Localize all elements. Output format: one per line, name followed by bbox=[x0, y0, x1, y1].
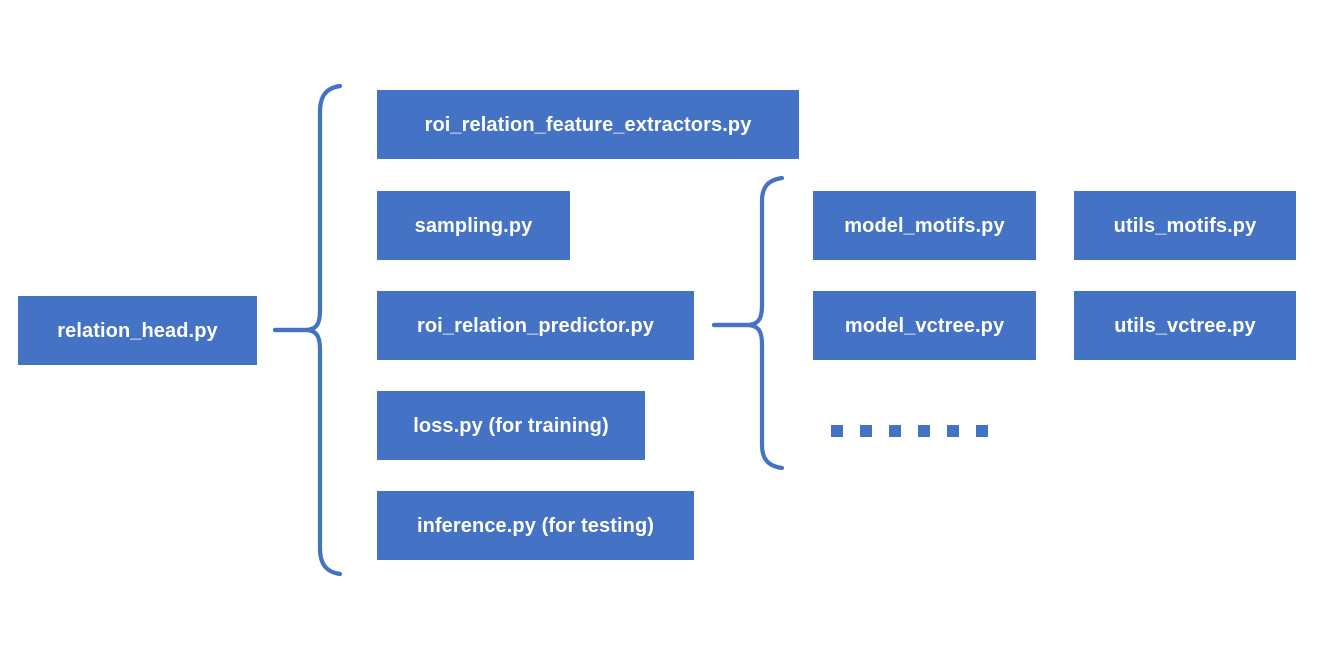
node-label: relation_head.py bbox=[57, 319, 218, 342]
node-utils-vctree[interactable]: utils_vctree.py bbox=[1074, 291, 1296, 360]
ellipsis-square bbox=[831, 425, 843, 437]
node-model-motifs[interactable]: model_motifs.py bbox=[813, 191, 1036, 260]
node-roi-relation-predictor[interactable]: roi_relation_predictor.py bbox=[377, 291, 694, 360]
node-label: utils_vctree.py bbox=[1114, 314, 1256, 337]
node-label: roi_relation_feature_extractors.py bbox=[424, 113, 752, 136]
ellipsis-square bbox=[918, 425, 930, 437]
node-label: sampling.py bbox=[414, 214, 533, 237]
node-sampling[interactable]: sampling.py bbox=[377, 191, 570, 260]
ellipsis-square bbox=[889, 425, 901, 437]
node-label: roi_relation_predictor.py bbox=[416, 314, 654, 337]
node-label: model_motifs.py bbox=[844, 214, 1005, 237]
brace-predictor-to-level2 bbox=[711, 175, 785, 471]
node-roi-relation-feature-extractors[interactable]: roi_relation_feature_extractors.py bbox=[377, 90, 799, 159]
ellipsis-square bbox=[947, 425, 959, 437]
ellipsis-square bbox=[860, 425, 872, 437]
node-loss[interactable]: loss.py (for training) bbox=[377, 391, 645, 460]
node-utils-motifs[interactable]: utils_motifs.py bbox=[1074, 191, 1296, 260]
node-label: inference.py (for testing) bbox=[416, 514, 655, 537]
node-relation-head[interactable]: relation_head.py bbox=[18, 296, 257, 365]
brace-root-to-level1 bbox=[272, 83, 343, 577]
node-label: loss.py (for training) bbox=[413, 414, 609, 437]
more-items-ellipsis bbox=[831, 425, 988, 437]
node-model-vctree[interactable]: model_vctree.py bbox=[813, 291, 1036, 360]
node-label: model_vctree.py bbox=[844, 314, 1005, 337]
ellipsis-square bbox=[976, 425, 988, 437]
node-inference[interactable]: inference.py (for testing) bbox=[377, 491, 694, 560]
node-label: utils_motifs.py bbox=[1113, 214, 1257, 237]
